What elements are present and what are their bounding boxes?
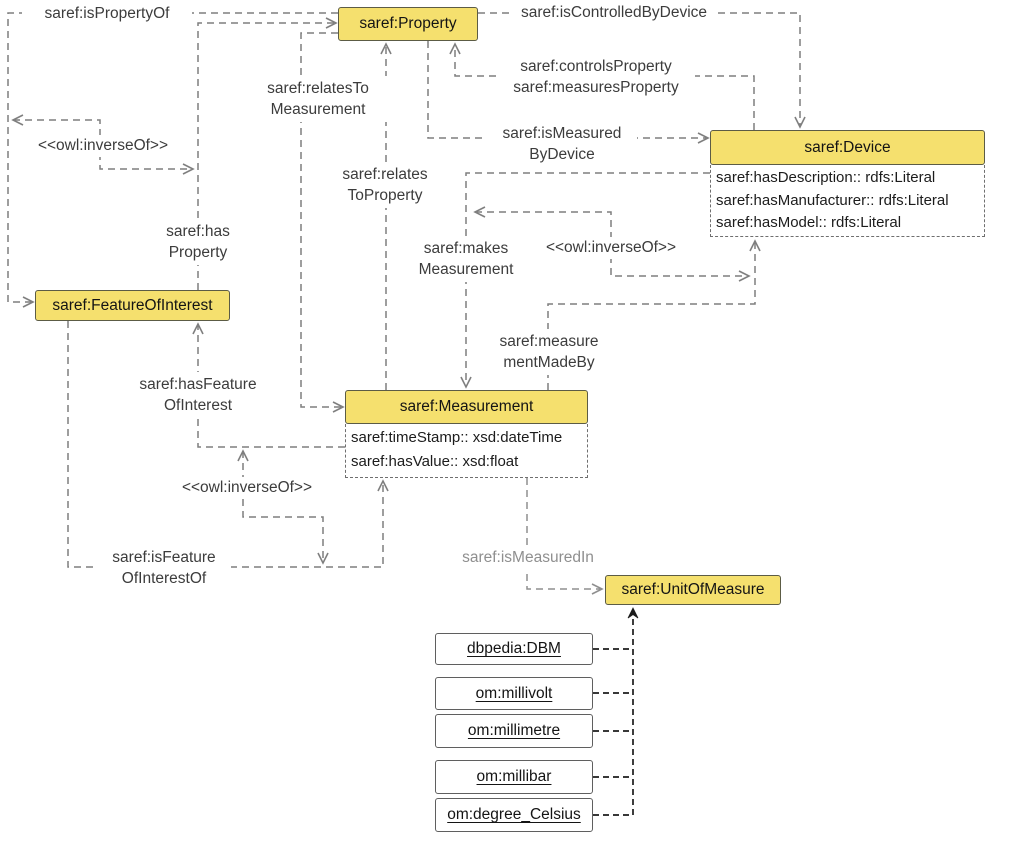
class-device-attributes: saref:hasDescription:: rdfs:Literal sare… (710, 165, 985, 237)
measurement-attribute: saref:hasValue:: xsd:float (351, 453, 519, 470)
class-device: saref:Device (710, 130, 985, 165)
edge-label-has-feature-of-interest: saref:hasFeature OfInterest (127, 372, 269, 418)
measurement-attribute: saref:timeStamp:: xsd:dateTime (351, 429, 563, 446)
instance-dbpedia-dbm: dbpedia:DBM (435, 633, 593, 665)
instance-label: om:millivolt (475, 684, 553, 702)
edge-is-feature-of-interest-of (67, 321, 389, 568)
edge-makes-measurement (460, 172, 710, 389)
edge-has-feature-of-interest (192, 322, 345, 448)
edge-label-controls-measures-property: saref:controlsProperty saref:measuresPro… (497, 54, 695, 100)
edge-label-is-controlled-by-device: saref:isControlledByDevice (512, 2, 716, 24)
edge-label-owl-inverse-of-left: <<owl:inverseOf>> (30, 135, 176, 157)
edge-label-measurement-made-by: saref:measure mentMadeBy (487, 329, 611, 375)
device-attribute: saref:hasManufacturer:: rdfs:Literal (716, 191, 949, 209)
instance-label: om:millibar (476, 768, 552, 785)
instance-label: om:degree_Celsius (447, 806, 581, 823)
edge-label-owl-inverse-of-mid: <<owl:inverseOf>> (536, 237, 686, 259)
instance-om-millibar: om:millibar (435, 760, 593, 794)
edge-label-is-feature-of-interest-of: saref:isFeature OfInterestOf (97, 545, 231, 591)
class-property: saref:Property (338, 7, 478, 41)
instance-om-degree-celsius: om:degree_Celsius (435, 798, 593, 832)
edge-label-is-property-of: saref:isPropertyOf (22, 3, 192, 24)
edge-relates-to-measurement (300, 32, 345, 413)
edge-owl-inverse-bottom (237, 449, 329, 565)
edge-is-controlled-by-device (478, 12, 806, 129)
edge-controls-property (449, 42, 755, 130)
edge-label-makes-measurement: saref:makes Measurement (405, 236, 527, 282)
edge-is-measured-by-device (427, 41, 710, 144)
class-feature-of-interest: saref:FeatureOfInterest (35, 290, 230, 321)
device-attribute: saref:hasDescription:: rdfs:Literal (716, 169, 936, 186)
edge-label-is-measured-by-device: saref:isMeasured ByDevice (487, 121, 637, 167)
edge-label-is-measured-in: saref:isMeasuredIn (448, 547, 608, 569)
instance-label: dbpedia:DBM (467, 640, 561, 657)
class-unit-of-measure: saref:UnitOfMeasure (605, 575, 781, 605)
edge-is-property-of (7, 12, 338, 308)
edge-label-owl-inverse-of-bottom: <<owl:inverseOf>> (172, 477, 322, 499)
instance-label: om:millimetre (467, 722, 561, 739)
instance-om-millivolt: om:millivolt (435, 677, 593, 710)
edge-label-relates-to-measurement: saref:relatesTo Measurement (243, 76, 393, 122)
edge-is-measured-in (526, 478, 604, 595)
instance-om-millimetre: om:millimetre (435, 714, 593, 748)
edge-label-has-property: saref:has Property (156, 219, 240, 265)
edge-label-relates-to-property: saref:relates ToProperty (322, 162, 448, 208)
class-measurement: saref:Measurement (345, 390, 588, 424)
edge-has-property (197, 17, 338, 290)
device-attribute: saref:hasModel:: rdfs:Literal (716, 214, 902, 231)
class-measurement-attributes: saref:timeStamp:: xsd:dateTime saref:has… (345, 424, 588, 478)
